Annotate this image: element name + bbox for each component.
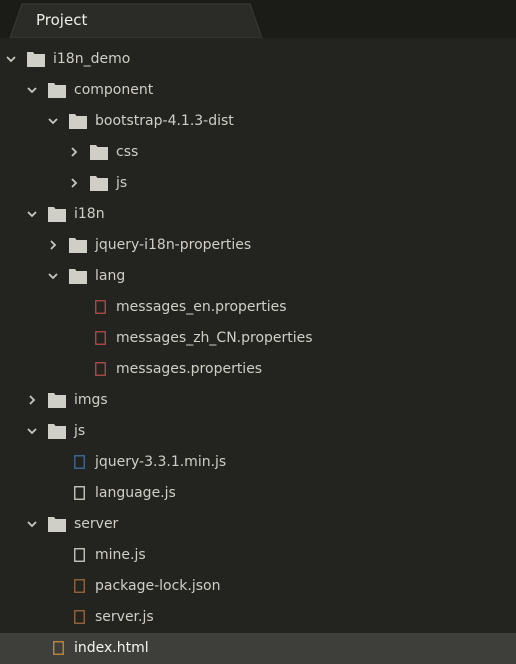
- folder-label: server: [74, 516, 119, 532]
- file-label: messages_en.properties: [116, 299, 287, 315]
- tab-project[interactable]: [0, 0, 290, 38]
- chevron-down-icon[interactable]: [26, 518, 38, 530]
- folder-label: imgs: [74, 392, 108, 408]
- tree-file-row[interactable]: messages_en.properties: [0, 292, 516, 323]
- tree-file-row[interactable]: package-lock.json: [0, 571, 516, 602]
- folder-label: js: [116, 175, 128, 191]
- tab-bar: Project: [0, 0, 516, 38]
- file-label: messages_zh_CN.properties: [116, 330, 313, 346]
- folder-icon: [90, 145, 108, 160]
- tree-folder-row[interactable]: js: [0, 416, 516, 447]
- folder-label: i18n_demo: [53, 51, 131, 67]
- tree-folder-row[interactable]: lang: [0, 261, 516, 292]
- chevron-right-icon[interactable]: [26, 394, 38, 406]
- file-icon: [74, 486, 85, 500]
- folder-label: css: [116, 144, 139, 160]
- tree-folder-row[interactable]: bootstrap-4.1.3-dist: [0, 106, 516, 137]
- folder-icon: [48, 393, 66, 408]
- chevron-down-icon[interactable]: [26, 425, 38, 437]
- chevron-down-icon[interactable]: [47, 270, 59, 282]
- file-label: package-lock.json: [95, 578, 221, 594]
- file-icon: [95, 331, 106, 345]
- folder-label: component: [74, 82, 154, 98]
- file-icon: [95, 300, 106, 314]
- tree-file-row[interactable]: mine.js: [0, 540, 516, 571]
- folder-icon: [48, 424, 66, 439]
- chevron-down-icon[interactable]: [26, 208, 38, 220]
- tree-folder-row[interactable]: server: [0, 509, 516, 540]
- folder-icon: [69, 238, 87, 253]
- file-label: index.html: [74, 640, 149, 656]
- folder-icon: [69, 269, 87, 284]
- folder-icon: [90, 176, 108, 191]
- file-icon: [74, 548, 85, 562]
- file-icon: [74, 610, 85, 624]
- chevron-down-icon[interactable]: [5, 53, 17, 65]
- folder-icon: [48, 517, 66, 532]
- folder-label: js: [74, 423, 86, 439]
- file-label: language.js: [95, 485, 176, 501]
- tree-folder-row[interactable]: css: [0, 137, 516, 168]
- tree-file-row[interactable]: language.js: [0, 478, 516, 509]
- folder-label: jquery-i18n-properties: [95, 237, 252, 253]
- file-icon: [74, 455, 85, 469]
- folder-label: i18n: [74, 206, 105, 222]
- folder-icon: [48, 207, 66, 222]
- file-icon: [95, 362, 106, 376]
- folder-icon: [69, 114, 87, 129]
- file-label: messages.properties: [116, 361, 263, 377]
- folder-label: bootstrap-4.1.3-dist: [95, 113, 234, 129]
- tree-file-row[interactable]: server.js: [0, 602, 516, 633]
- tree-folder-row[interactable]: i18n_demo: [0, 44, 516, 75]
- file-label: jquery-3.3.1.min.js: [95, 454, 227, 470]
- folder-icon: [48, 83, 66, 98]
- file-icon: [53, 641, 64, 655]
- chevron-right-icon[interactable]: [47, 239, 59, 251]
- file-label: mine.js: [95, 547, 146, 563]
- chevron-right-icon[interactable]: [68, 177, 80, 189]
- tree-folder-row[interactable]: jquery-i18n-properties: [0, 230, 516, 261]
- file-label: server.js: [95, 609, 154, 625]
- tree-file-row[interactable]: messages.properties: [0, 354, 516, 385]
- folder-label: lang: [95, 268, 126, 284]
- folder-icon: [27, 52, 45, 67]
- tab-project-label: Project: [36, 11, 88, 29]
- tree-folder-row[interactable]: js: [0, 168, 516, 199]
- chevron-down-icon[interactable]: [26, 84, 38, 96]
- tree-file-row[interactable]: index.html: [0, 633, 516, 664]
- chevron-right-icon[interactable]: [68, 146, 80, 158]
- chevron-down-icon[interactable]: [47, 115, 59, 127]
- file-icon: [74, 579, 85, 593]
- tree-file-row[interactable]: messages_zh_CN.properties: [0, 323, 516, 354]
- tree-file-row[interactable]: jquery-3.3.1.min.js: [0, 447, 516, 478]
- tree-folder-row[interactable]: component: [0, 75, 516, 106]
- tree-folder-row[interactable]: imgs: [0, 385, 516, 416]
- tree-folder-row[interactable]: i18n: [0, 199, 516, 230]
